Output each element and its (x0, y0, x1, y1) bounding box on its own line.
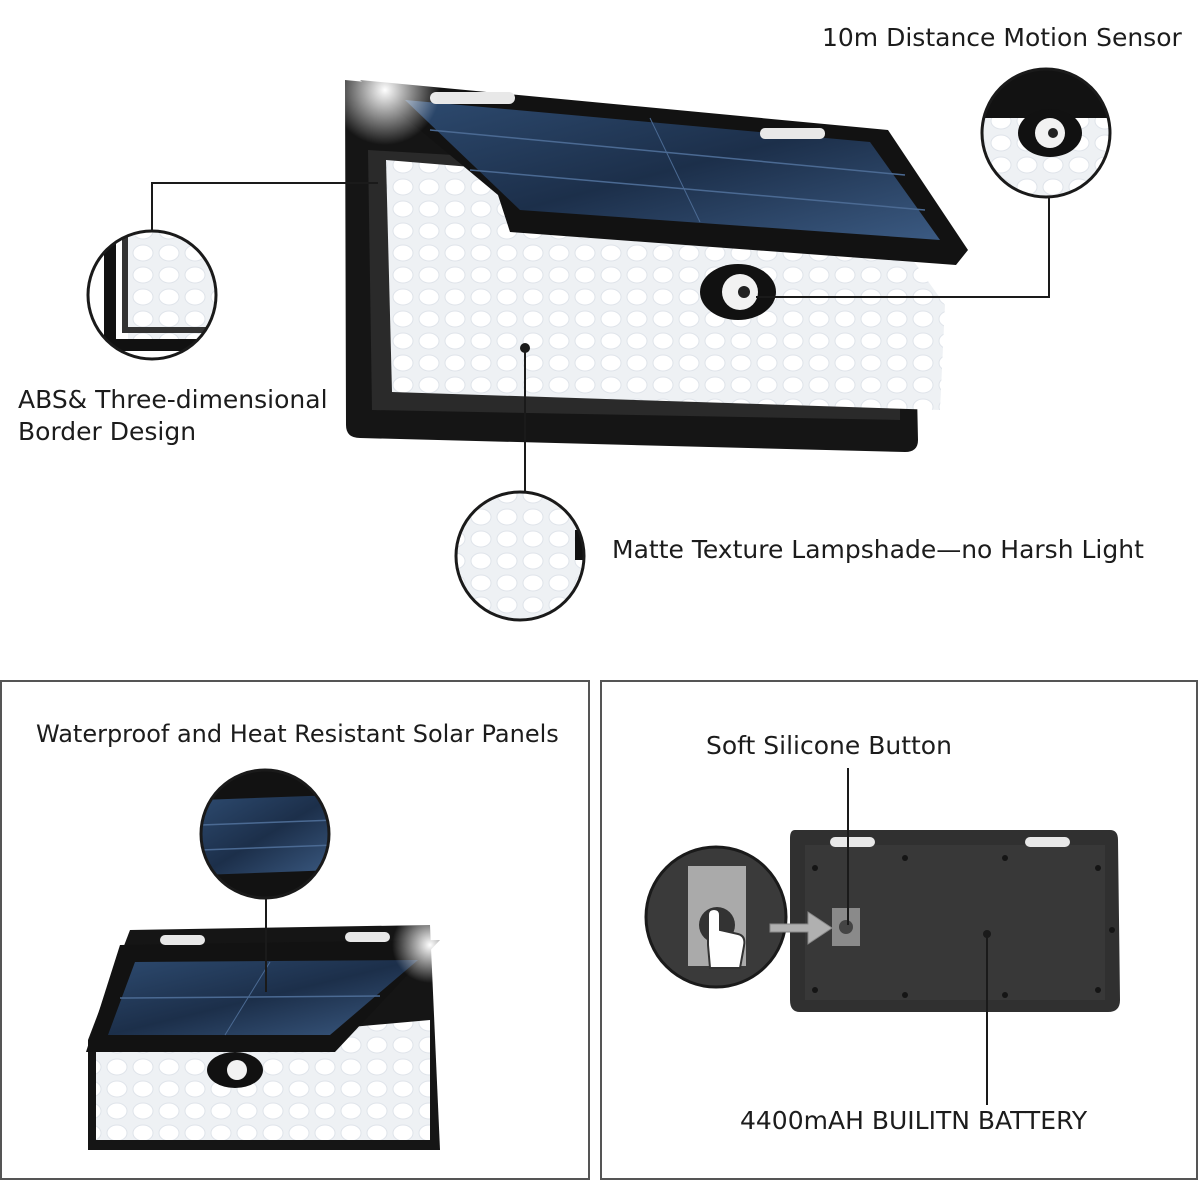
solar-callout (199, 768, 331, 992)
lampshade-label: Matte Texture Lampshade—no Harsh Light (612, 535, 1144, 564)
battery-label: 4400mAH BUILITN BATTERY (740, 1106, 1088, 1135)
border-label-line1: ABS& Three-dimensional (18, 385, 328, 414)
button-callout (644, 768, 849, 989)
lampshade-callout (454, 343, 586, 622)
sensor-callout (756, 67, 1112, 298)
border-callout (86, 182, 378, 361)
battery-callout (983, 930, 991, 1105)
solar-panels-label: Waterproof and Heat Resistant Solar Pane… (36, 720, 559, 748)
panel-back (600, 680, 1198, 1180)
border-label-line2: Border Design (18, 417, 197, 446)
panel-solar (0, 680, 590, 1180)
motion-sensor-label: 10m Distance Motion Sensor (822, 23, 1182, 52)
solar-view-light (86, 907, 468, 1150)
back-view-light (790, 830, 1120, 1012)
main-light-front (330, 35, 968, 452)
button-label: Soft Silicone Button (706, 731, 952, 760)
